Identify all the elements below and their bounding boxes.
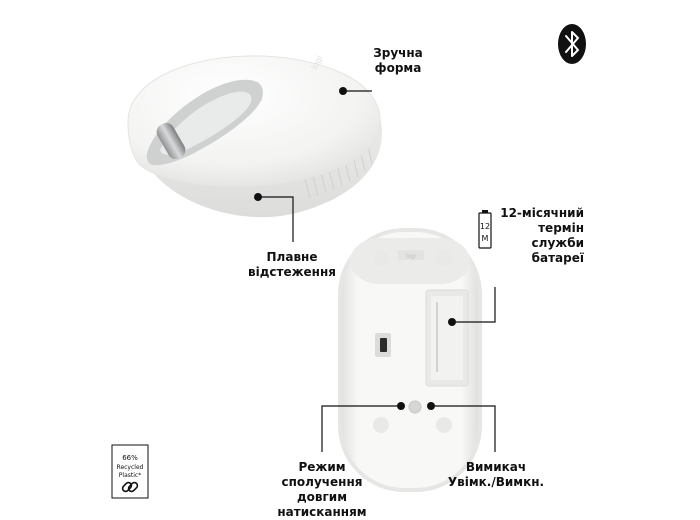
foot-pad [436, 250, 452, 266]
recycled-percent: 66% [122, 454, 138, 462]
mouse-top-view: logi [127, 54, 382, 218]
connect-button [408, 400, 422, 414]
recycled-badge: 66% Recycled Plastic* [111, 444, 149, 499]
recycled-line2: Plastic* [119, 472, 141, 479]
battery-value: 12 [480, 222, 490, 231]
recycle-icon [121, 481, 139, 493]
label-smooth-tracking: Плавне відстеження [248, 250, 336, 279]
bluetooth-icon [558, 24, 586, 64]
label-power-switch: Вимикач Увімк./Вимкн. [447, 460, 545, 489]
foot-pad [373, 417, 389, 433]
mouse-bottom-view: logi [338, 228, 482, 492]
scroll-wheel [156, 122, 186, 160]
label-ergonomic-shape: Зручна форма [373, 46, 423, 75]
bottom-logo: logi [406, 254, 415, 260]
product-illustration: logi logi [111, 24, 586, 499]
recycled-line1: Recycled [117, 464, 144, 471]
label-pairing-mode: Режим сполучення довгим натисканням [277, 460, 367, 519]
foot-pad [436, 417, 452, 433]
battery-unit: M [482, 234, 489, 243]
callout-lines [258, 90, 496, 452]
battery-icon: 12 M [478, 210, 492, 249]
callout-dots [254, 87, 456, 410]
label-battery-life: 12-місячний термін служби батареї [500, 206, 584, 265]
foot-pad [373, 250, 389, 266]
